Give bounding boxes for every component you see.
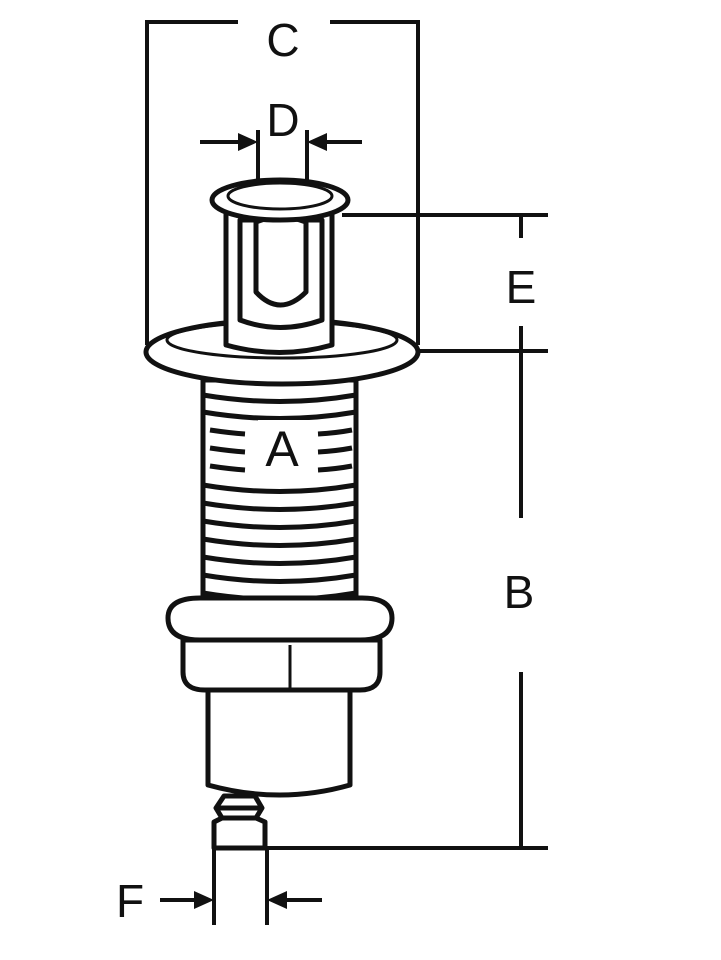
thread-4b <box>317 445 353 455</box>
thread-11 <box>202 572 357 584</box>
dimension-f: F <box>116 848 322 927</box>
dim-label-d: D <box>266 94 299 146</box>
thread-7 <box>202 500 357 512</box>
dim-label-f: F <box>116 875 144 927</box>
dim-label-a: A <box>265 421 299 477</box>
lower-barrel <box>205 677 353 798</box>
dimension-c: C <box>145 14 420 345</box>
thread-1 <box>202 392 357 404</box>
grate-cap <box>209 177 351 223</box>
grate-cap-inner-ring <box>226 181 334 211</box>
grate-slot <box>253 214 309 308</box>
thread-2 <box>202 409 357 421</box>
label-a-backdrop <box>258 420 310 478</box>
dim-f-arrowhead-right <box>267 891 287 909</box>
lower-barrel-shape <box>205 677 353 798</box>
dimension-e: E <box>342 213 548 353</box>
dim-label-e: E <box>506 261 537 313</box>
hose-tail-shape <box>211 793 268 851</box>
washer <box>165 595 395 643</box>
thread-10 <box>202 554 357 566</box>
thread-6 <box>202 482 357 494</box>
dim-f-arrowhead-left <box>194 891 214 909</box>
threaded-body: A <box>200 377 359 613</box>
lock-nut <box>165 595 395 693</box>
thread-5b <box>317 463 353 473</box>
thread-3b <box>317 427 353 437</box>
dimension-d: D <box>200 94 362 190</box>
dim-d-arrowhead-right <box>307 133 327 151</box>
dimension-b: B <box>265 351 548 850</box>
thread-8 <box>202 518 357 530</box>
dim-label-c: C <box>266 14 299 66</box>
thread-3a <box>209 427 246 437</box>
thread-4a <box>209 445 246 455</box>
strainer-grate <box>209 177 351 355</box>
dim-label-b: B <box>504 566 535 618</box>
thread-5a <box>209 463 246 473</box>
hose-tail <box>211 793 268 851</box>
dim-d-arrowhead-left <box>238 133 258 151</box>
thread-9 <box>202 536 357 548</box>
hex-nut <box>180 637 383 693</box>
